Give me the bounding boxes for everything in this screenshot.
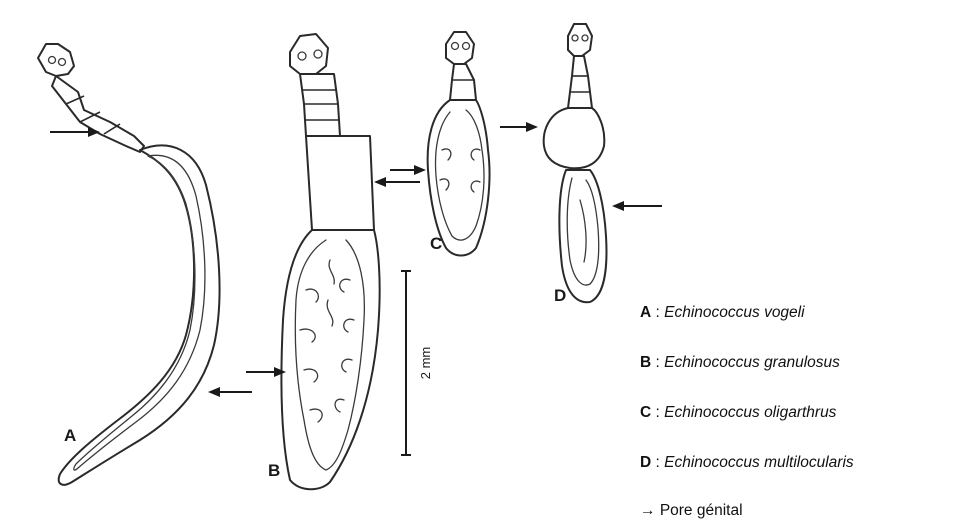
specimen-c-neck (450, 64, 476, 100)
arrow-d-upper (500, 122, 538, 132)
arrow-d-lower (612, 201, 662, 211)
legend-species: Echinococcus oligarthrus (664, 404, 836, 421)
specimen-label-c: C (430, 234, 442, 253)
arrow-right-icon: → (640, 502, 656, 519)
specimen-b-neck (300, 74, 340, 136)
legend-species: Echinococcus granulosus (664, 354, 840, 371)
specimen-d-gravid (559, 170, 606, 302)
legend-item-b: B : Echinococcus granulosus (640, 354, 840, 372)
specimen-d-scolex (568, 24, 592, 56)
legend-pore-row: → Pore génital (640, 502, 743, 520)
arrow-a-lower (208, 387, 252, 397)
specimen-d-neck (568, 56, 592, 108)
legend-separator: : (651, 304, 664, 321)
legend-code: B (640, 354, 651, 371)
legend-code: D (640, 454, 651, 471)
arrow-c (390, 165, 426, 175)
specimen-a-drawing (38, 44, 220, 485)
specimen-c-gravid (428, 100, 490, 256)
specimen-label-a: A (64, 426, 76, 445)
legend-code: A (640, 304, 651, 321)
legend-item-d: D : Echinococcus multilocularis (640, 454, 854, 472)
legend-separator: : (651, 354, 664, 371)
specimen-b-segment-2 (306, 136, 374, 230)
legend-species: Echinococcus vogeli (664, 304, 804, 321)
specimen-a-neck (52, 76, 144, 152)
scale-bar: 2 mm (401, 271, 433, 455)
legend-species: Echinococcus multilocularis (664, 454, 854, 471)
specimen-c-drawing (428, 32, 490, 256)
arrow-b-lower (246, 367, 286, 377)
legend-item-a: A : Echinococcus vogeli (640, 304, 805, 322)
scale-bar-label: 2 mm (418, 347, 433, 380)
specimen-d-segment-2 (544, 108, 605, 168)
legend-separator: : (651, 404, 664, 421)
arrow-b-upper (374, 177, 420, 187)
legend-code: C (640, 404, 651, 421)
legend-separator: : (651, 454, 664, 471)
specimen-b-drawing (281, 34, 379, 489)
specimen-c-scolex (446, 32, 474, 64)
specimen-label-b: B (268, 461, 280, 480)
specimen-d-drawing (544, 24, 607, 302)
legend-pore-text: Pore génital (660, 502, 743, 519)
legend-item-c: C : Echinococcus oligarthrus (640, 404, 836, 422)
specimen-label-d: D (554, 286, 566, 305)
